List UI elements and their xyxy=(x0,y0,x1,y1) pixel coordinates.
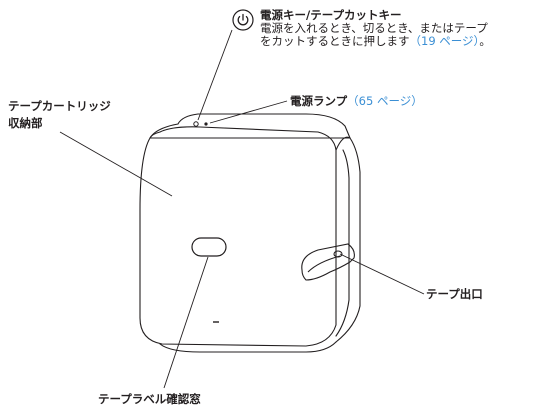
leader-tape-exit xyxy=(339,253,425,295)
device-side-edge xyxy=(335,149,350,337)
device-top-face xyxy=(149,113,351,139)
power-lamp-page-ref[interactable]: （65 ページ） xyxy=(347,94,423,108)
cartridge-callout: テープカートリッジ 収納部 xyxy=(8,98,111,132)
power-key-desc-end: 。 xyxy=(479,34,491,48)
cartridge-label-line2: 収納部 xyxy=(8,116,43,130)
tape-exit-label: テープ出口 xyxy=(426,287,483,301)
power-symbol-icon xyxy=(232,9,254,31)
cartridge-label-line1: テープカートリッジ xyxy=(8,99,111,113)
device-front-face xyxy=(139,126,337,347)
tape-exit-slot xyxy=(301,243,355,281)
label-window xyxy=(191,237,227,257)
power-lamp-title: 電源ランプ xyxy=(290,94,348,108)
power-lamp-callout: 電源ランプ（65 ページ） xyxy=(290,95,423,108)
power-key-desc-line1: 電源を入れるとき、切るとき、またはテープ xyxy=(260,21,488,35)
leader-cartridge xyxy=(59,131,173,197)
power-key-page-ref[interactable]: （19 ページ） xyxy=(409,34,480,48)
power-key-callout: 電源キー/テープカットキー 電源を入れるとき、切るとき、またはテープ をカットす… xyxy=(260,9,491,48)
power-key-desc-text: をカットするときに押します xyxy=(260,34,410,48)
leader-power-key xyxy=(197,29,233,121)
power-lamp-indicator xyxy=(204,122,208,126)
leader-label-window xyxy=(163,256,209,389)
power-key-desc-line2: をカットするときに押します（19 ページ）。 xyxy=(260,35,491,48)
power-key-button xyxy=(193,121,199,127)
label-window-label: テープラベル確認窓 xyxy=(98,392,201,406)
power-key-title: 電源キー/テープカットキー xyxy=(260,8,402,22)
device-bottom-edge xyxy=(159,341,337,353)
device-right-side xyxy=(335,136,361,343)
leader-power-lamp xyxy=(209,100,288,124)
